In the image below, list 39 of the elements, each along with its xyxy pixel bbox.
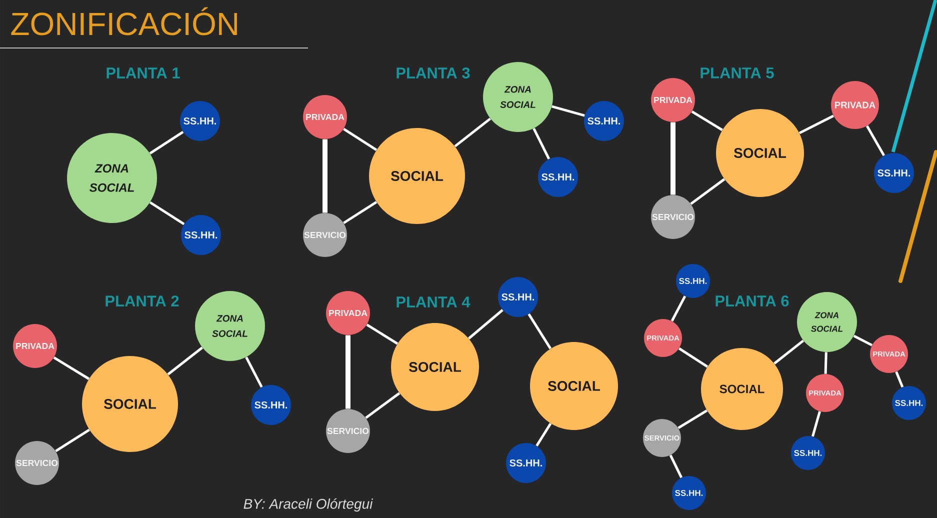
connector-line bbox=[343, 128, 378, 152]
connector-line bbox=[454, 118, 492, 148]
connector-line bbox=[774, 340, 804, 364]
connector-line bbox=[678, 347, 708, 368]
connector-line bbox=[468, 309, 504, 340]
connector-line bbox=[812, 411, 821, 437]
section-heading: PLANTA 1 bbox=[106, 68, 180, 78]
connector-line bbox=[346, 335, 350, 409]
connector-line bbox=[895, 371, 904, 388]
connector-line bbox=[824, 352, 828, 374]
connector-line bbox=[149, 201, 185, 226]
author-credit: BY: Araceli Olórtegui bbox=[244, 498, 373, 512]
connector-line bbox=[322, 139, 328, 213]
connector-line bbox=[53, 356, 90, 380]
section-heading: PLANTA 6 bbox=[716, 296, 789, 306]
connector-line bbox=[528, 313, 552, 350]
connector-line bbox=[678, 409, 708, 430]
connector-line bbox=[536, 422, 552, 447]
connector-line bbox=[866, 125, 886, 156]
connector-line bbox=[552, 105, 585, 117]
connector-line bbox=[670, 122, 676, 195]
connector-line bbox=[245, 356, 263, 388]
section-heading: PLANTA 2 bbox=[106, 296, 179, 306]
connector-line bbox=[365, 392, 400, 419]
connector-line bbox=[690, 178, 726, 205]
connector-line bbox=[167, 346, 204, 376]
section-heading: PLANTA 4 bbox=[396, 296, 470, 308]
connector-line bbox=[798, 114, 834, 134]
connector-line bbox=[691, 110, 723, 132]
connector-line bbox=[853, 334, 873, 346]
connector-line bbox=[532, 128, 550, 160]
section-heading: PLANTA 5 bbox=[700, 68, 774, 78]
connector-line bbox=[366, 324, 398, 345]
connector-line bbox=[670, 296, 686, 322]
connector-line bbox=[669, 454, 683, 478]
slide-title: ZONIFICACIÓN bbox=[11, 7, 237, 36]
connector-line bbox=[55, 428, 90, 452]
connector-line bbox=[149, 130, 184, 154]
connector-line bbox=[343, 200, 378, 224]
